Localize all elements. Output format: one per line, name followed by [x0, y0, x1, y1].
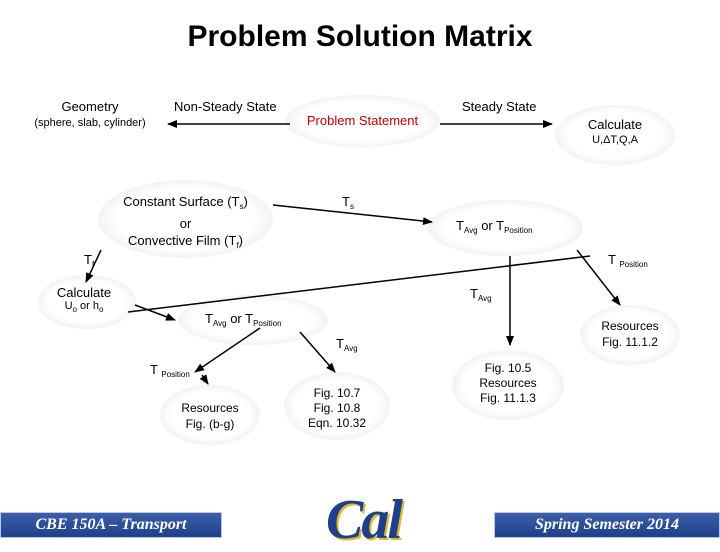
- arrow-ts: [272, 204, 433, 226]
- steady-state-label: Steady State: [462, 99, 537, 114]
- geometry-sub-label: (sphere, slab, cylinder): [34, 117, 146, 129]
- geometry-label: Geometry: [61, 99, 119, 114]
- footer-semester-label: Spring Semester 2014: [534, 516, 679, 533]
- arrow-tpos-left: [194, 327, 261, 373]
- ts-label: Ts: [342, 194, 354, 211]
- calculate-left-node: Calculate Uo or ho: [38, 285, 130, 314]
- fig-10-8-label: Fig. 10.8: [313, 401, 361, 415]
- footer-course-label: CBE 150A – Transport: [35, 516, 187, 533]
- problem-statement-label: Problem Statement: [306, 113, 419, 128]
- constant-surface-ellipse: [98, 180, 273, 258]
- constant-surface-node: Constant Surface (Ts) or Convective Film…: [98, 193, 273, 254]
- fig105-resources-label: Resources: [479, 376, 537, 390]
- fig-11-1-2-label: Fig. 11.1.2: [602, 335, 658, 349]
- problem-statement-ellipse: [285, 95, 440, 147]
- tavg-mid-right-label: TAvg: [470, 286, 492, 303]
- fig-11-1-3-label: Fig. 11.1.3: [480, 391, 536, 405]
- resources-left-label: Resources: [181, 401, 239, 415]
- fig-10-5-label: Fig. 10.5: [484, 361, 532, 375]
- resources-left-ellipse: [160, 385, 260, 445]
- fig107-node: Fig. 10.7 Fig. 10.8 Eqn. 10.32: [284, 386, 390, 431]
- fig-10-7-label: Fig. 10.7: [313, 386, 361, 400]
- tavg-tpos-right-ellipse: [428, 200, 583, 256]
- cal-logo: Cal: [326, 489, 403, 551]
- or-label: or: [179, 216, 192, 231]
- calculate-left-ellipse: [38, 275, 136, 329]
- non-steady-state-label: Non-Steady State: [174, 99, 277, 114]
- flow-arrows: [85, 120, 621, 385]
- fig105-node: Fig. 10.5 Resources Fig. 11.1.3: [452, 361, 564, 406]
- tavg-tpos-mid-label: TAvg or TPosition: [205, 311, 282, 328]
- arrow-to-calculate-left: [127, 255, 591, 313]
- geometry-node: Geometry (sphere, slab, cylinder): [20, 99, 160, 129]
- calculate-left-sub-label: Uo or ho: [64, 300, 104, 314]
- convective-film-label: Convective Film (Tf): [128, 233, 243, 250]
- calculate-top-sub-label: U,ΔT,Q,A: [592, 134, 638, 146]
- fig-b-g-label: Fig. (b-g): [185, 417, 235, 431]
- tpos-right-label: T Position: [608, 252, 648, 269]
- resources-left-node: Resources Fig. (b-g): [160, 400, 260, 432]
- resources-right-label: Resources: [601, 319, 659, 333]
- tavg-tpos-right-label: TAvg or TPosition: [456, 218, 533, 235]
- calculate-left-label: Calculate: [56, 285, 112, 300]
- tpos-left-label: T Position: [150, 362, 190, 379]
- page-title: Problem Solution Matrix: [187, 20, 533, 53]
- calculate-top-node: Calculate U,ΔT,Q,A: [555, 117, 675, 146]
- resources-right-ellipse: [580, 305, 680, 365]
- arrow-tpos-right: [576, 249, 621, 306]
- resources-right-node: Resources Fig. 11.1.2: [580, 318, 680, 350]
- arrow-tf: [85, 249, 102, 283]
- fig105-ellipse: [452, 350, 564, 420]
- footer-right-banner: Spring Semester 2014: [494, 512, 720, 538]
- tavg-center-label: TAvg: [336, 336, 358, 353]
- constant-surface-label: Constant Surface (Ts): [123, 194, 248, 211]
- arrow-to-tavg-tpos-mid: [134, 304, 176, 321]
- footer-left-banner: CBE 150A – Transport: [0, 512, 222, 538]
- calculate-top-ellipse: [555, 105, 675, 165]
- eqn-10-32-label: Eqn. 10.32: [307, 416, 367, 430]
- tf-label: Tf: [84, 252, 95, 269]
- arrow-tavg-center: [299, 331, 336, 373]
- calculate-top-label: Calculate: [587, 117, 643, 132]
- arrow-to-resources-left: [199, 374, 209, 385]
- fig107-ellipse: [284, 372, 390, 440]
